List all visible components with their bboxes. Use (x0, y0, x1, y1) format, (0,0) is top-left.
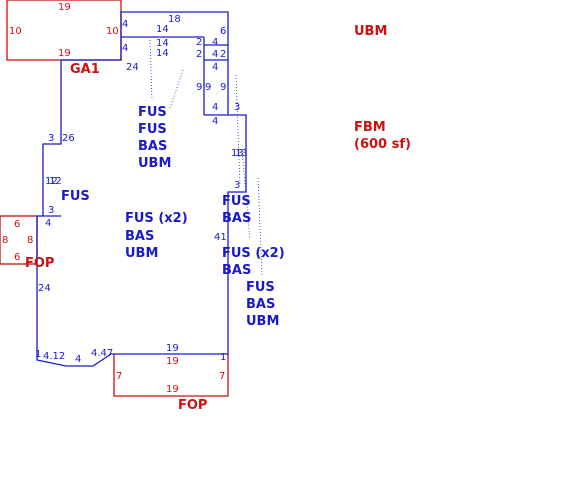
dimension-label: 24 (126, 62, 139, 73)
area-label-right-a-1: FUS (222, 194, 251, 209)
area-label-fbm: FBM (354, 120, 386, 135)
leader-line (235, 74, 241, 186)
dimension-label: 4 (122, 43, 128, 54)
area-label-right-b-2: BAS (222, 263, 251, 278)
dimension-label: 41 (214, 232, 227, 243)
dimension-label: 19 (58, 2, 71, 13)
dimension-label: 8 (2, 235, 8, 246)
area-label-ga1: GA1 (70, 62, 100, 77)
dimension-label: 9 (205, 82, 211, 93)
area-label-top-1: FUS (138, 105, 167, 120)
dimension-label: 3 (48, 205, 54, 216)
area-label-fop-left: FOP (25, 256, 54, 271)
dimension-label: 4.47 (91, 348, 113, 359)
dimension-label: 4.12 (43, 351, 65, 362)
area-label-top-4: UBM (138, 156, 171, 171)
dimension-label: 1 (220, 352, 226, 363)
dimension-label: 24 (38, 283, 51, 294)
dimension-label: 4 (212, 102, 218, 113)
dimension-label: 19 (58, 48, 71, 59)
area-label-fop-bottom: FOP (178, 398, 207, 413)
area-label-top-3: BAS (138, 139, 167, 154)
dimension-label: 12 (45, 176, 58, 187)
area-label-right-c-3: UBM (246, 314, 279, 329)
dimension-label: 4 (45, 218, 51, 229)
area-label-right-c-1: FUS (246, 280, 275, 295)
leader-line (257, 177, 263, 276)
dimension-label: 4 (212, 37, 218, 48)
dimension-label: 4 (212, 62, 218, 73)
dimension-label: 6 (220, 26, 226, 37)
dimension-label: 1 (35, 349, 41, 360)
dimension-label: 26 (62, 133, 75, 144)
dimension-label: 7 (116, 371, 122, 382)
front-porch-bottom-outline (113, 354, 229, 397)
dimension-label: 14 (156, 24, 169, 35)
area-label-left-1: FUS (61, 189, 90, 204)
dimension-label: 2 (196, 37, 202, 48)
dimension-label: 8 (27, 235, 33, 246)
dimension-label: 3 (234, 180, 240, 191)
area-label-top-2: FUS (138, 122, 167, 137)
dimension-label: 9 (220, 82, 226, 93)
leader-line (241, 149, 251, 241)
dimension-label: 4 (122, 19, 128, 30)
dimension-label: 19 (166, 384, 179, 395)
dimension-label: 4 (212, 49, 218, 60)
leader-line (149, 39, 153, 101)
dimension-label: 2 (220, 49, 226, 60)
area-label-center-1: FUS (x2) (125, 211, 188, 226)
dimension-label: 4 (75, 354, 81, 365)
area-label-center-2: BAS (125, 229, 154, 244)
area-label-right-c-2: BAS (246, 297, 275, 312)
dimension-label: 3 (234, 102, 240, 113)
area-label-fbm-size: (600 sf) (354, 137, 411, 152)
dimension-label: 13 (231, 148, 244, 159)
dimension-label: 14 (156, 38, 169, 49)
dimension-label: 7 (219, 371, 225, 382)
dimension-label: 14 (156, 48, 169, 59)
area-label-ubm: UBM (354, 24, 387, 39)
leader-line (169, 69, 184, 109)
area-label-right-a-2: BAS (222, 211, 251, 226)
dimension-label: 19 (166, 356, 179, 367)
dimension-label: 3 (48, 133, 54, 144)
dimension-label: 18 (168, 14, 181, 25)
dimension-label: 6 (14, 252, 20, 263)
dimension-label: 2 (196, 49, 202, 60)
area-label-right-b-1: FUS (x2) (222, 246, 285, 261)
dimension-label: 10 (106, 26, 119, 37)
dimension-label: 10 (9, 26, 22, 37)
main-building-outline (36, 11, 247, 367)
dimension-label: 4 (212, 116, 218, 127)
dimension-label: 9 (196, 82, 202, 93)
dimension-label: 12 (49, 176, 62, 187)
area-label-center-3: UBM (125, 246, 158, 261)
dimension-label: 13 (235, 148, 248, 159)
dimension-label: 19 (166, 343, 179, 354)
dimension-label: 6 (14, 219, 20, 230)
